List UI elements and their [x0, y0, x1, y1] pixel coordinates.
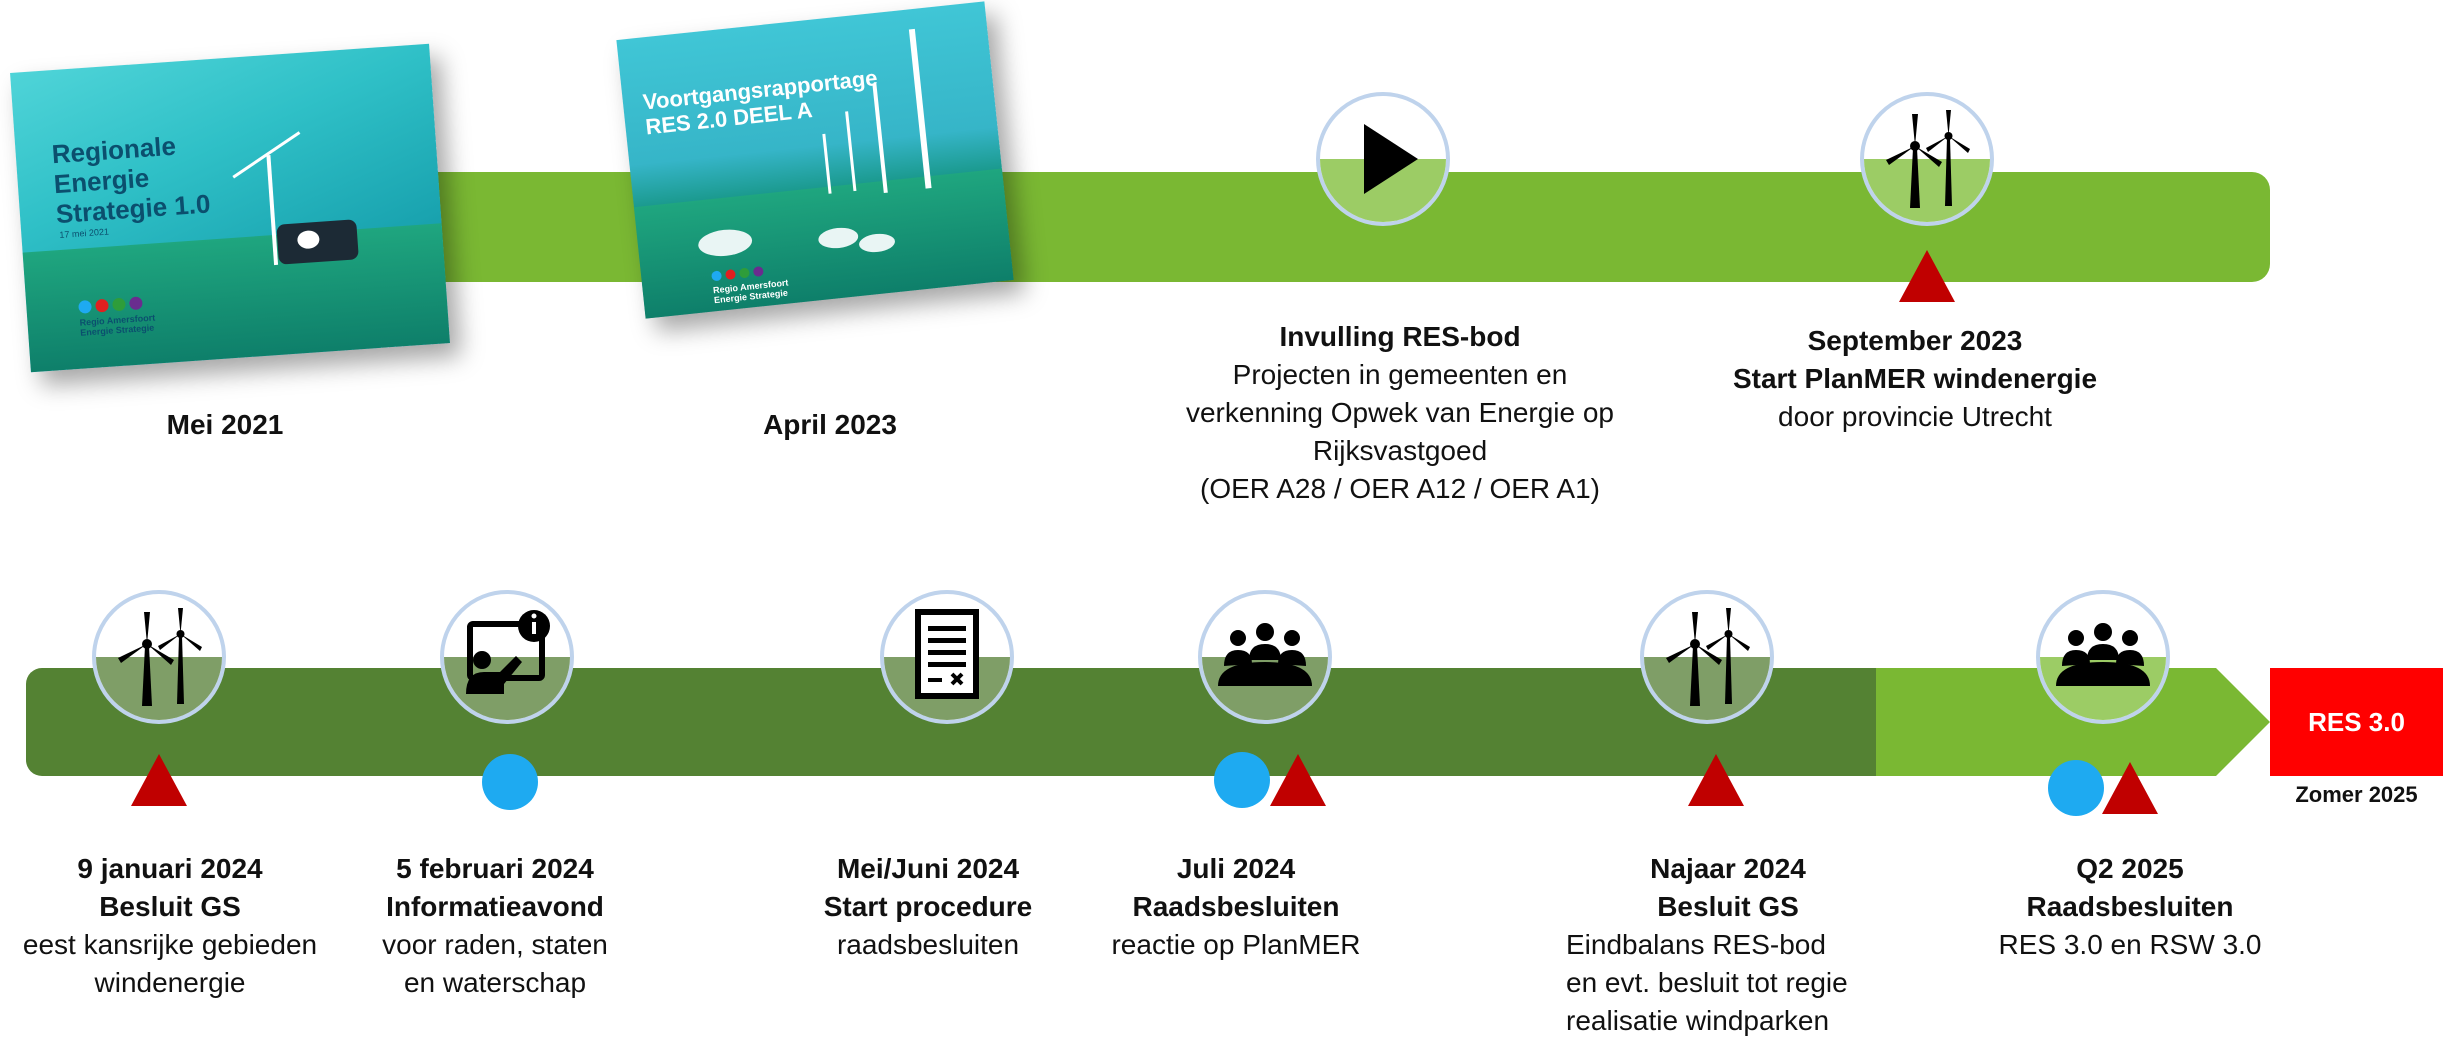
- meeting-circle-juli-2024: [1198, 590, 1332, 724]
- milestone-q2-2025: Q2 2025 Raadsbesluiten RES 3.0 en RSW 3.…: [1998, 853, 2262, 960]
- gs-decision-marker: [2102, 762, 2158, 814]
- play-circle: [1316, 92, 1450, 226]
- circle-fill: [1644, 657, 1770, 720]
- brand-dot: [711, 270, 723, 282]
- milestone-najaar-2024: Najaar 2024 Besluit GS Eindbalans RES-bo…: [1566, 853, 1848, 1036]
- circle-fill: [1864, 159, 1990, 222]
- wind-turbines-icon: [118, 608, 202, 706]
- brand-dot: [128, 296, 143, 311]
- milestone-mei-juni-2024: Mei/Juni 2024 Start procedure raadsbeslu…: [823, 853, 1033, 960]
- circle-fill: [96, 657, 222, 720]
- turbine-blade: [232, 131, 301, 179]
- information-marker: [2048, 760, 2104, 816]
- milestone-5-februari-2024: 5 februari 2024 Informatieavond voor rad…: [382, 853, 608, 998]
- meeting-circle-q2-2025: [2036, 590, 2170, 724]
- brand-dot: [752, 266, 764, 278]
- timeline-arrow-head: [2216, 668, 2270, 776]
- information-marker: [482, 754, 538, 810]
- turbine-circle-najaar-2024: [1640, 590, 1774, 724]
- meeting-group-icon: [2056, 623, 2150, 686]
- brand-dot: [112, 297, 126, 312]
- gs-decision-marker: [1899, 250, 1955, 302]
- turbine-shape: [908, 28, 932, 189]
- cover-title: Voortgangsrapportage RES 2.0 DEEL A: [641, 65, 879, 140]
- cover-title: Regionale Energie Strategie 1.0: [50, 130, 212, 229]
- milestone-september-2023: September 2023 Start PlanMER windenergie…: [1732, 325, 2098, 432]
- brand-dot: [725, 268, 736, 280]
- cover-field: [22, 223, 450, 373]
- res-3-0-box: RES 3.0: [2270, 668, 2443, 776]
- res-1-0-cover: Regionale Energie Strategie 1.0 17 mei 2…: [10, 43, 450, 373]
- brand-dot: [78, 299, 92, 314]
- information-marker: [1214, 752, 1270, 808]
- milestone-april-2023: April 2023: [763, 409, 897, 440]
- milestone-juli-2024: Juli 2024 Raadsbesluiten reactie op Plan…: [1111, 853, 1361, 960]
- gs-decision-marker: [1270, 754, 1326, 806]
- brand-dot: [738, 267, 750, 279]
- turbine-circle-top: [1860, 92, 1994, 226]
- res-3-0-caption: Zomer 2025: [2295, 782, 2418, 807]
- turbine-shape: [822, 133, 832, 194]
- document-circle: [880, 590, 1014, 724]
- document-form-icon: [915, 609, 979, 699]
- turbine-circle-jan-2024: [92, 590, 226, 724]
- res-2-0-cover: Voortgangsrapportage RES 2.0 DEEL A Regi…: [616, 1, 1014, 319]
- wind-turbines-icon: [1666, 608, 1750, 706]
- turbine-shape: [845, 111, 857, 192]
- presentation-info-icon: [466, 610, 550, 694]
- meeting-group-icon: [1218, 623, 1312, 686]
- cover-date: 17 mei 2021: [59, 226, 110, 240]
- brand-dot: [95, 298, 109, 313]
- presentation-circle: [440, 590, 574, 724]
- wind-turbines-icon: [1886, 110, 1970, 208]
- play-icon: [1364, 124, 1418, 194]
- cow-shape: [276, 219, 359, 265]
- milestone-invulling-res-bod: Invulling RES-bod Projecten in gemeenten…: [1185, 321, 1615, 504]
- gs-decision-marker: [1688, 754, 1744, 806]
- milestone-9-januari-2024: 9 januari 2024 Besluit GS eest kansrijke…: [22, 853, 318, 998]
- gs-decision-marker: [131, 754, 187, 806]
- milestone-mei-2021: Mei 2021: [166, 409, 284, 440]
